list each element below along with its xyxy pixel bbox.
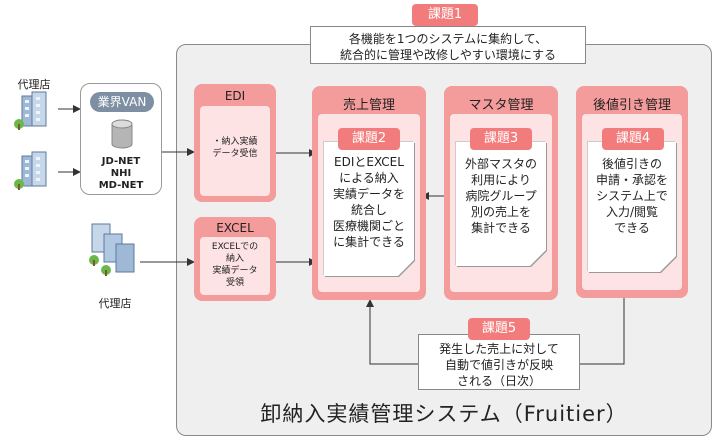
excel-title: EXCEL [216, 221, 254, 235]
issue3-tag: 課題3 [470, 128, 532, 150]
issue3-line-3: 病院グループ [465, 189, 537, 203]
van-network-1: JD-NET [101, 156, 141, 167]
sales-title: 売上管理 [342, 98, 395, 113]
issue4-line-1: 後値引きの [601, 157, 662, 171]
issue2-line-3: 実績データを [332, 187, 405, 201]
issue2-line-5: 医療機関ごと [332, 219, 405, 233]
issue1-line-1: 各機能を1つのシステムに集約して、 [348, 32, 548, 46]
master-title: マスタ管理 [468, 98, 534, 113]
van-network-3: MD-NET [98, 180, 144, 191]
issue3-line-4: 別の売上を [470, 205, 531, 219]
building-icon [14, 151, 47, 190]
issue2-tag: 課題2 [338, 128, 400, 150]
issue5-line-2: 自動で値引きが反映 [444, 358, 553, 372]
excel-line-1: EXCELでの [211, 242, 259, 252]
issue5-box: 発生した売上に対して 自動で値引きが反映 される（日次） [418, 334, 580, 390]
issue3-line-5: 集計できる [471, 221, 531, 235]
issue4-line-2: 申請・承認を [595, 173, 668, 187]
agent-bottom-label: 代理店 [98, 297, 132, 310]
issue3-note: 外部マスタの 利用により 病院グループ 別の売上を 集計できる [456, 142, 546, 266]
excel-line-3: 実績データ [212, 266, 258, 276]
issue1-tag: 課題1 [412, 4, 478, 26]
issue2-line-6: に集計できる [333, 235, 405, 249]
edi-line-2: データ受信 [212, 149, 258, 159]
issue1-line-2: 統合的に管理や改修しやすい環境にする [339, 48, 556, 62]
excel-line-4: 受領 [225, 278, 244, 288]
issue3-line-1: 外部マスタの [464, 157, 537, 171]
building-group-icon [89, 223, 135, 276]
building-icon [14, 91, 47, 130]
issue4-tag: 課題4 [602, 128, 664, 150]
issue4-line-3: システム上で [596, 189, 668, 203]
system-title: 卸納入実績管理システム（Fruitier） [260, 402, 628, 426]
van-network-2: NHI [110, 168, 132, 179]
edi-body: ・納入実績 データ受信 [200, 106, 270, 196]
issue5-line-3: される（日次） [456, 374, 541, 388]
edi-line-1: ・納入実績 [212, 137, 258, 147]
issue5-tag: 課題5 [468, 318, 530, 340]
issue4-line-4: 入力/閲覧 [605, 205, 659, 219]
issue3-line-2: 利用により [471, 173, 531, 187]
issue2-line-2: による納入 [339, 171, 399, 185]
discount-title: 後値引き管理 [592, 98, 671, 113]
van-label: 業界VAN [90, 92, 154, 112]
issue2-line-4: 統合し [350, 203, 387, 217]
issue2-note: EDIとEXCEL による納入 実績データを 統合し 医療機関ごと に集計できる [324, 142, 414, 276]
excel-line-2: 納入 [225, 254, 244, 264]
issue5-line-1: 発生した売上に対して [439, 342, 559, 356]
van-networks: JD-NET NHI MD-NET [82, 156, 160, 192]
agent-top-label: 代理店 [17, 78, 51, 91]
issue4-line-5: できる [614, 221, 650, 235]
edi-title: EDI [224, 89, 246, 103]
issue1-box: 各機能を1つのシステムに集約して、 統合的に管理や改修しやすい環境にする [310, 26, 586, 64]
issue2-line-1: EDIとEXCEL [334, 155, 404, 169]
database-icon [111, 119, 133, 149]
excel-body: EXCELでの 納入 実績データ 受領 [200, 237, 270, 295]
issue4-note: 後値引きの 申請・承認を システム上で 入力/閲覧 できる [588, 142, 676, 272]
